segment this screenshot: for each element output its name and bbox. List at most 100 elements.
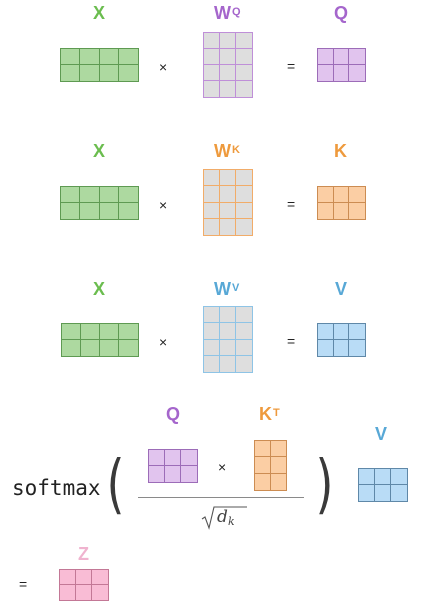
- softmax-function-label: softmax: [12, 476, 101, 500]
- formula-multiply-sign: ×: [218, 459, 227, 475]
- matrix-cell: [118, 187, 138, 203]
- matrix-cell: [61, 49, 81, 65]
- matrix-cell: [220, 339, 236, 356]
- matrix-cell: [349, 324, 365, 340]
- row2-w-letter: W: [214, 141, 231, 161]
- fraction-bar: [138, 497, 304, 498]
- matrix-cell: [271, 474, 287, 490]
- row1-q-label: Q: [334, 3, 349, 23]
- row2-k-label: K: [334, 141, 347, 161]
- sqrt-k-subscript: k: [228, 515, 235, 528]
- matrix-cell: [81, 324, 100, 340]
- matrix-cell: [318, 324, 334, 340]
- row3-v-matrix: [317, 323, 366, 357]
- result-z-label: Z: [78, 544, 89, 564]
- matrix-cell: [349, 65, 365, 81]
- matrix-cell: [236, 307, 252, 324]
- matrix-cell: [76, 570, 92, 585]
- matrix-cell: [80, 187, 100, 203]
- matrix-cell: [359, 469, 375, 485]
- matrix-cell: [62, 324, 81, 340]
- matrix-cell: [204, 49, 220, 65]
- matrix-cell: [61, 187, 81, 203]
- row3-equals-sign: =: [287, 333, 296, 349]
- matrix-cell: [220, 323, 236, 340]
- row3-x-label: X: [93, 279, 106, 299]
- matrix-cell: [349, 340, 365, 356]
- matrix-cell: [220, 170, 236, 187]
- matrix-cell: [255, 441, 271, 458]
- matrix-cell: [334, 340, 350, 356]
- matrix-cell: [204, 33, 220, 49]
- row2-k-matrix: [317, 186, 366, 220]
- matrix-cell: [60, 585, 76, 600]
- matrix-cell: [334, 65, 350, 81]
- matrix-cell: [100, 324, 119, 340]
- matrix-cell: [318, 65, 334, 81]
- matrix-cell: [204, 323, 220, 340]
- matrix-cell: [99, 187, 119, 203]
- formula-q-matrix: [148, 449, 198, 483]
- matrix-cell: [318, 49, 334, 65]
- matrix-cell: [333, 187, 350, 203]
- matrix-cell: [236, 219, 252, 235]
- row3-w-superscript: V: [232, 282, 240, 294]
- matrix-cell: [220, 186, 236, 203]
- matrix-cell: [236, 65, 252, 81]
- result-z-matrix: [59, 569, 109, 601]
- matrix-cell: [220, 81, 236, 97]
- result-equals-sign: =: [19, 576, 28, 592]
- matrix-cell: [61, 65, 81, 81]
- matrix-cell: [92, 570, 108, 585]
- matrix-cell: [80, 65, 100, 81]
- row3-wv-label: WV: [214, 279, 239, 299]
- matrix-cell: [119, 203, 138, 219]
- formula-v-matrix: [358, 468, 408, 502]
- matrix-cell: [220, 65, 236, 81]
- matrix-cell: [391, 469, 407, 485]
- matrix-cell: [204, 218, 220, 235]
- matrix-cell: [236, 340, 252, 356]
- matrix-cell: [100, 203, 119, 219]
- matrix-cell: [255, 457, 271, 474]
- matrix-cell: [81, 340, 100, 356]
- matrix-cell: [236, 203, 252, 219]
- matrix-cell: [204, 355, 220, 372]
- row3-v-label: V: [335, 279, 348, 299]
- row1-equals-sign: =: [287, 58, 296, 74]
- matrix-cell: [236, 33, 252, 49]
- row3-x-matrix: [61, 323, 139, 357]
- matrix-cell: [236, 323, 252, 340]
- formula-q-label: Q: [166, 404, 181, 424]
- row2-w-superscript: K: [232, 144, 240, 156]
- matrix-cell: [149, 450, 165, 466]
- matrix-cell: [165, 450, 181, 466]
- matrix-cell: [204, 65, 220, 81]
- matrix-cell: [220, 355, 236, 372]
- matrix-cell: [204, 307, 220, 324]
- matrix-cell: [220, 33, 236, 49]
- matrix-cell: [318, 203, 334, 219]
- matrix-cell: [181, 466, 197, 482]
- matrix-cell: [236, 49, 252, 65]
- sqrt-radical-icon: [201, 506, 247, 530]
- matrix-cell: [204, 81, 220, 97]
- matrix-cell: [181, 450, 197, 466]
- row1-multiply-sign: ×: [159, 59, 168, 75]
- matrix-cell: [100, 340, 119, 356]
- row1-w-letter: W: [214, 3, 231, 23]
- formula-kt-matrix: [254, 440, 287, 491]
- matrix-cell: [62, 340, 81, 356]
- row1-w-superscript: Q: [232, 6, 241, 18]
- matrix-cell: [359, 485, 375, 501]
- matrix-cell: [236, 356, 252, 372]
- matrix-cell: [119, 340, 138, 356]
- row3-w-letter: W: [214, 279, 231, 299]
- matrix-cell: [80, 49, 100, 65]
- matrix-cell: [318, 340, 334, 356]
- matrix-cell: [119, 324, 138, 340]
- sqrt-d-variable: d: [217, 507, 228, 527]
- matrix-cell: [255, 473, 271, 490]
- matrix-cell: [220, 49, 236, 65]
